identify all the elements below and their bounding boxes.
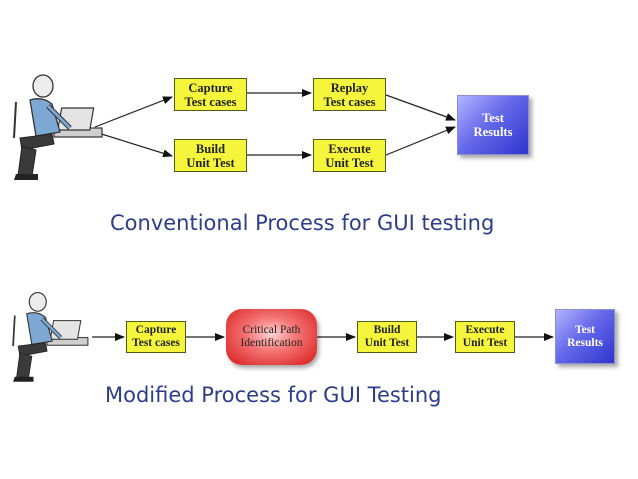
- arrow-person-to-build: [94, 131, 173, 158]
- execute-unit-test-box-2: Execute Unit Test: [455, 321, 515, 353]
- box-line-2: Test cases: [184, 94, 237, 109]
- box-line-1: Test: [482, 111, 504, 125]
- build-unit-test-box-2: Build Unit Test: [357, 321, 417, 353]
- box-line-1: Build: [195, 141, 226, 156]
- box-line-2: Identification: [240, 337, 303, 349]
- box-line-1: Execute: [465, 324, 505, 337]
- box-line-2: Unit Test: [186, 155, 235, 170]
- conventional-caption: Conventional Process for GUI testing: [110, 211, 495, 235]
- box-line-2: Test cases: [132, 337, 180, 349]
- box-line-2: Results: [473, 125, 513, 139]
- box-line-1: Test: [574, 323, 596, 336]
- arrow-person-to-capture: [94, 96, 173, 128]
- arrow-replay-to-results: [385, 94, 456, 121]
- box-line-1: Critical Path: [242, 324, 301, 337]
- capture-test-cases-box-2: Capture Test cases: [126, 321, 186, 353]
- person-at-computer-icon: [13, 74, 103, 180]
- test-results-box: Test Results: [457, 95, 529, 155]
- box-line-2: Unit Test: [462, 337, 508, 349]
- box-line-1: Execute: [328, 141, 371, 156]
- build-unit-test-box: Build Unit Test: [174, 139, 247, 172]
- critical-path-identification-box: Critical Path Identification: [226, 309, 317, 365]
- box-line-2: Results: [567, 336, 603, 349]
- box-line-2: Unit Test: [364, 337, 410, 349]
- capture-test-cases-box: Capture Test cases: [174, 78, 247, 111]
- replay-test-cases-box: Replay Test cases: [313, 78, 386, 111]
- box-line-2: Unit Test: [325, 155, 374, 170]
- execute-unit-test-box: Execute Unit Test: [313, 139, 386, 172]
- modified-caption: Modified Process for GUI Testing: [105, 383, 442, 407]
- arrow-execute-to-results: [385, 126, 456, 156]
- box-line-1: Replay: [330, 80, 369, 95]
- test-results-box-2: Test Results: [555, 309, 615, 364]
- box-line-1: Capture: [188, 80, 233, 95]
- box-line-1: Build: [373, 324, 401, 337]
- person-at-computer-icon-2: [12, 291, 89, 382]
- box-line-1: Capture: [135, 324, 177, 337]
- box-line-2: Test cases: [323, 94, 376, 109]
